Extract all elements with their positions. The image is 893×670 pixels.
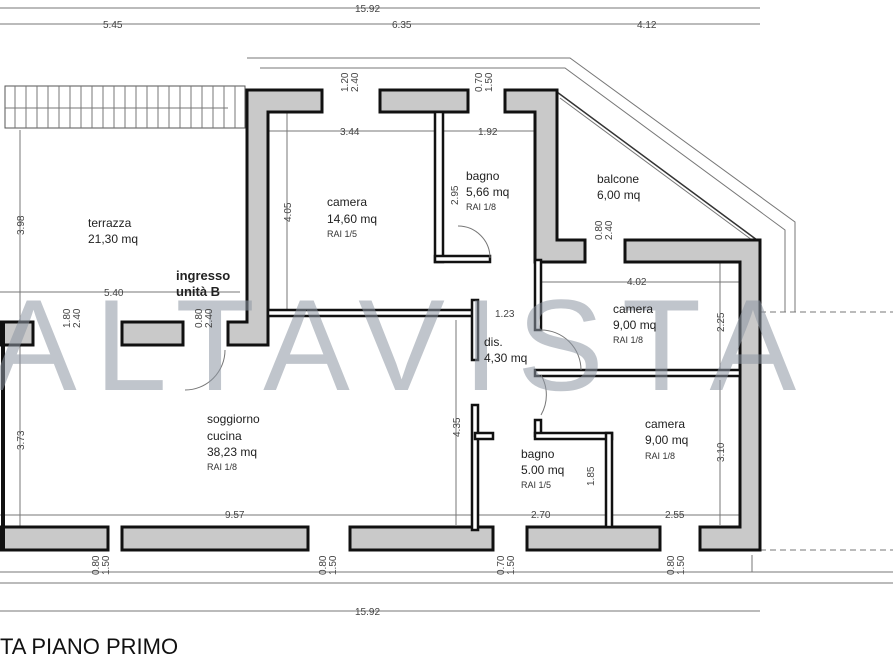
- room-labels: terrazza 21,30 mq camera 14,60 mq RAI 1/…: [88, 169, 688, 490]
- dim-label: 5.45: [103, 20, 123, 31]
- dim-label: 1.20: [340, 72, 351, 92]
- dis-area: 4,30 mq: [484, 351, 527, 365]
- bagno1-area: 5,66 mq: [466, 185, 509, 199]
- dim-label: 1.50: [506, 555, 517, 575]
- ingresso-line1: ingresso: [176, 268, 230, 283]
- dim-label: 2.55: [665, 510, 685, 521]
- balcone-name: balcone: [597, 172, 639, 186]
- soggiorno-name1: soggiorno: [207, 412, 260, 426]
- ingresso-line2: unità B: [176, 284, 220, 299]
- door-swings: [184, 225, 582, 416]
- dim-label: 2.70: [531, 510, 551, 521]
- dim-label: 1.80: [62, 308, 73, 328]
- dis-name: dis.: [484, 335, 503, 349]
- dim-label: 0.80: [318, 555, 329, 575]
- camera1-name: camera: [327, 195, 367, 209]
- dim-label: 0.70: [496, 555, 507, 575]
- bagno1-rai: RAI 1/8: [466, 202, 496, 212]
- dim-label: 2.25: [716, 312, 727, 332]
- terrazza-name: terrazza: [88, 216, 132, 230]
- dim-label: 1.50: [328, 555, 339, 575]
- dim-label: 3.10: [716, 442, 727, 462]
- bagno2-name: bagno: [521, 447, 555, 461]
- bagno2-rai: RAI 1/5: [521, 480, 551, 490]
- walls: [0, 88, 762, 552]
- dimension-labels: 15.92 5.45 6.35 4.12 3.44 1.92 5.40 4.02…: [16, 4, 727, 618]
- dim-label: 5.40: [104, 288, 124, 299]
- stair-hatch: [4, 85, 246, 129]
- camera2-area: 9,00 mq: [613, 318, 656, 332]
- plan-title: TA PIANO PRIMO: [0, 634, 179, 659]
- dim-label: 0.80: [666, 555, 677, 575]
- bagno2-area: 5.00 mq: [521, 463, 564, 477]
- dim-label: 1.23: [495, 309, 515, 320]
- dim-label: 4.02: [627, 277, 647, 288]
- balcone-area: 6,00 mq: [597, 188, 640, 202]
- dim-label: 2.40: [72, 308, 83, 328]
- dim-label: 0.80: [194, 308, 205, 328]
- dim-label: 1.50: [101, 555, 112, 575]
- dim-label: 2.40: [204, 308, 215, 328]
- dim-label: 4.35: [452, 417, 463, 437]
- dim-label: 4.05: [283, 202, 294, 222]
- watermark: ALTAVISTA: [0, 272, 814, 418]
- terrazza-area: 21,30 mq: [88, 232, 138, 246]
- camera3-name: camera: [645, 417, 685, 431]
- dim-label: 6.35: [392, 20, 412, 31]
- soggiorno-name2: cucina: [207, 429, 242, 443]
- dim-label: 1.92: [478, 127, 498, 138]
- dim-label: 0.70: [474, 72, 485, 92]
- camera3-rai: RAI 1/8: [645, 451, 675, 461]
- camera1-rai: RAI 1/5: [327, 229, 357, 239]
- dim-label: 3.73: [16, 430, 27, 450]
- dim-label: 1.50: [484, 72, 495, 92]
- dim-label: 2.40: [604, 220, 615, 240]
- dim-label: 1.85: [586, 466, 597, 486]
- dim-label: 0.80: [594, 220, 605, 240]
- dim-label: 9.57: [225, 510, 245, 521]
- camera2-name: camera: [613, 302, 653, 316]
- dim-label: 1.50: [676, 555, 687, 575]
- soggiorno-rai: RAI 1/8: [207, 462, 237, 472]
- camera2-rai: RAI 1/8: [613, 335, 643, 345]
- bagno1-name: bagno: [466, 169, 500, 183]
- dim-label: 3.44: [340, 127, 360, 138]
- dim-label: 4.12: [637, 20, 657, 31]
- balcony-railing: [247, 57, 893, 573]
- dimension-lines: [0, 7, 893, 612]
- dim-label: 15.92: [355, 4, 380, 15]
- dim-label: 3.98: [16, 215, 27, 235]
- camera3-area: 9,00 mq: [645, 433, 688, 447]
- dim-label: 15.92: [355, 607, 380, 618]
- dim-label: 2.40: [350, 72, 361, 92]
- camera1-area: 14,60 mq: [327, 212, 377, 226]
- soggiorno-area: 38,23 mq: [207, 445, 257, 459]
- dim-label: 2.95: [450, 185, 461, 205]
- dim-label: 0.80: [91, 555, 102, 575]
